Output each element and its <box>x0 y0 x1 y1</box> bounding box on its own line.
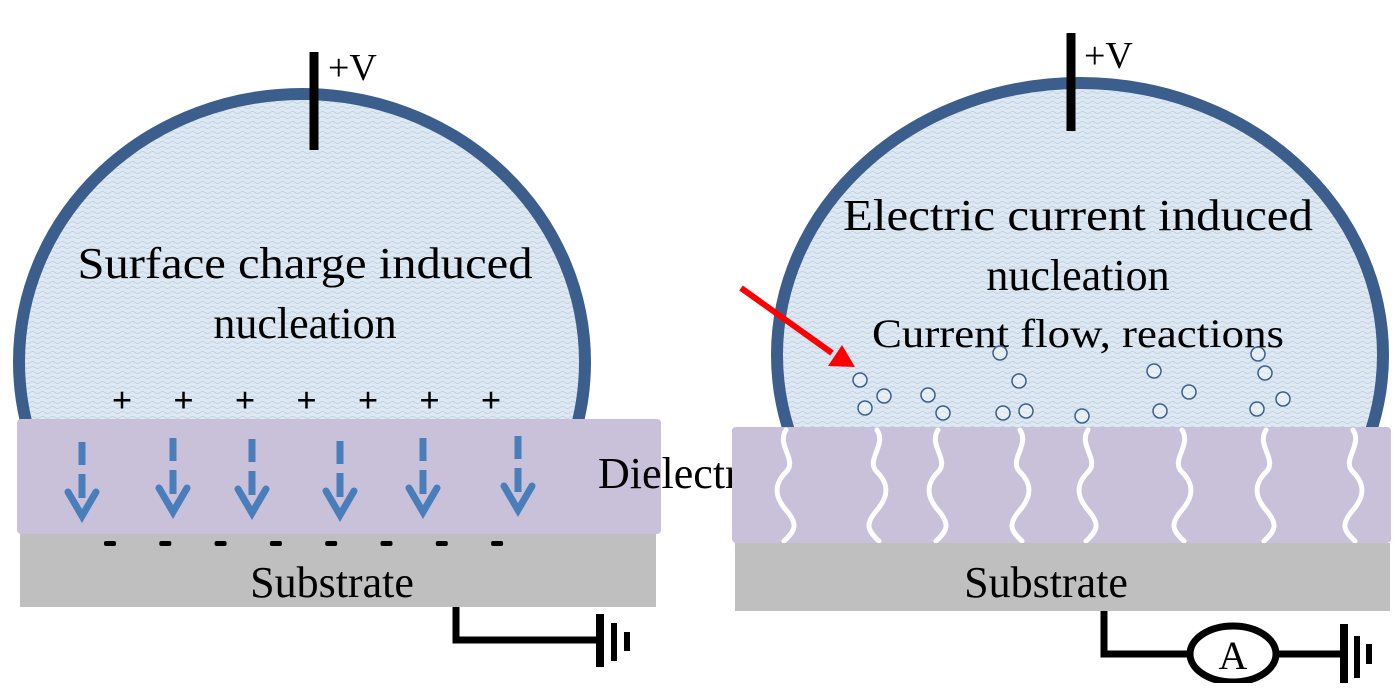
right-droplet <box>771 77 1389 428</box>
field-arrow <box>405 438 441 519</box>
left-voltage-label: +V <box>328 47 377 89</box>
left-panel: +V Surface charge induced nucleation +++… <box>13 47 661 667</box>
right-substrate <box>735 543 1390 611</box>
left-title-line2: nucleation <box>213 299 396 348</box>
conduction-path <box>1076 427 1099 544</box>
right-dielectric-layer <box>732 427 1391 543</box>
bubble <box>1146 363 1162 379</box>
negative-charge <box>325 541 338 546</box>
field-arrow <box>322 441 358 522</box>
red-pointer-arrow <box>739 285 855 367</box>
negative-charge <box>380 541 393 546</box>
bubble <box>1250 346 1266 362</box>
negative-charge <box>214 541 227 546</box>
bubble <box>1011 373 1027 389</box>
right-voltage-label: +V <box>1084 35 1133 77</box>
right-panel: +V Electric current induced nucleation C… <box>732 33 1391 686</box>
left-substrate <box>20 534 656 607</box>
bubble <box>1181 384 1197 400</box>
right-substrate-label: Substrate <box>964 558 1128 607</box>
conduction-paths <box>774 427 1365 544</box>
bubble <box>1074 408 1090 424</box>
conduction-path <box>1009 427 1032 544</box>
field-arrow <box>234 439 270 520</box>
field-arrows <box>64 436 536 523</box>
bubble <box>852 372 868 388</box>
conduction-path <box>774 427 797 544</box>
positive-charge: + <box>173 380 194 420</box>
negative-charges <box>104 541 504 546</box>
positive-charge: + <box>112 380 133 420</box>
left-droplet <box>13 88 591 420</box>
right-subtitle: Current flow, reactions <box>872 311 1284 356</box>
ammeter-icon: A <box>1186 622 1280 686</box>
right-ground-wire: A <box>1100 611 1372 686</box>
conduction-path <box>1171 427 1194 544</box>
right-ground-icon <box>1340 624 1372 684</box>
bubble <box>1018 403 1034 419</box>
left-ground-wire <box>452 607 630 667</box>
bubbles <box>852 345 1291 424</box>
right-title-line2: nucleation <box>986 251 1169 300</box>
conduction-path <box>1254 427 1277 544</box>
positive-charges: + + + + + + + <box>112 380 502 420</box>
conduction-path <box>926 427 949 544</box>
bubble <box>920 387 936 403</box>
negative-charge <box>104 541 116 546</box>
negative-charge <box>491 541 504 546</box>
conduction-path <box>866 427 889 544</box>
field-arrow <box>500 436 536 517</box>
bubble <box>876 388 892 404</box>
negative-charge <box>159 541 172 546</box>
bubble <box>857 400 873 416</box>
bubble <box>1152 403 1168 419</box>
positive-charge: + <box>358 380 379 420</box>
field-arrow <box>155 438 191 519</box>
bubble <box>1275 391 1291 407</box>
right-title-line1: Electric current induced <box>843 191 1313 240</box>
negative-charge <box>269 541 282 546</box>
conduction-path <box>1342 427 1365 544</box>
bubble <box>1257 365 1273 381</box>
positive-charge: + <box>296 380 317 420</box>
left-substrate-label: Substrate <box>250 558 414 607</box>
negative-charge <box>435 541 448 546</box>
positive-charge: + <box>419 380 440 420</box>
bubble <box>935 405 951 421</box>
bubble <box>992 345 1008 361</box>
positive-charge: + <box>481 380 502 420</box>
field-arrow <box>64 442 100 523</box>
left-ground-icon <box>596 614 630 667</box>
left-title-line1: Surface charge induced <box>78 239 533 288</box>
ammeter-label: A <box>1219 633 1248 678</box>
bubble <box>995 405 1011 421</box>
bubble <box>1249 401 1265 417</box>
positive-charge: + <box>235 380 256 420</box>
